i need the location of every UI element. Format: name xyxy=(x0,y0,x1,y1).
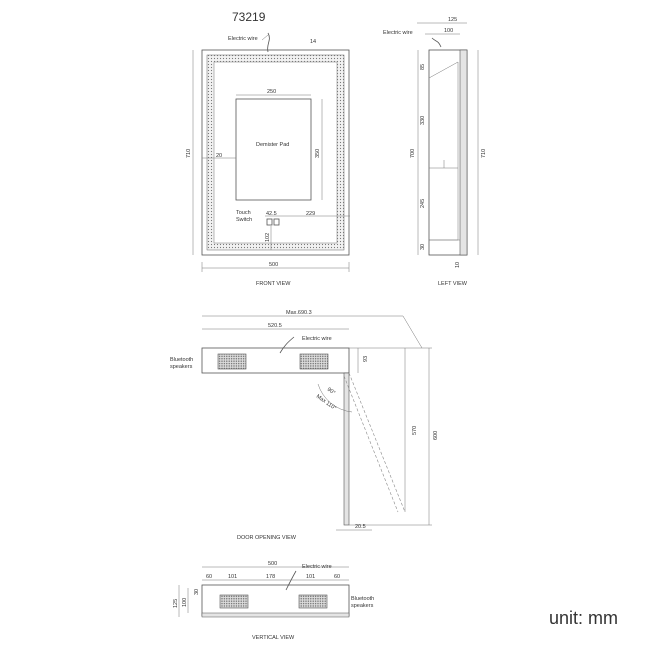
demister-pad-outline xyxy=(235,98,312,201)
vertical-dim-101a: 101 xyxy=(228,574,237,580)
door-dim-max: Max.690.3 xyxy=(286,310,312,316)
dim-max-leader xyxy=(402,315,423,349)
speaker-right xyxy=(299,353,329,370)
front-wire-label: Electric wire xyxy=(228,36,258,42)
vertical-view: Electric wire 500 60 101 178 101 60 125 … xyxy=(173,561,374,641)
front-dim-500: 500 xyxy=(269,262,278,268)
vertical-dim-178: 178 xyxy=(266,574,275,580)
door-wire-label: Electric wire xyxy=(302,336,332,342)
electric-wire xyxy=(267,32,270,53)
front-dim-250: 250 xyxy=(267,89,276,95)
cabinet-door-edge xyxy=(459,49,468,256)
door-bluetooth-label-2: speakers xyxy=(170,364,193,370)
left-dim-85: 85 xyxy=(420,64,426,70)
cabinet-top-outline xyxy=(201,347,350,374)
front-view-caption: FRONT VIEW xyxy=(256,281,291,287)
door-panel-closed xyxy=(343,372,350,526)
vertical-speaker-left xyxy=(219,594,249,609)
front-dim-14: 14 xyxy=(310,39,316,45)
door-swing-inner xyxy=(343,375,399,513)
vertical-dim-101b: 101 xyxy=(306,574,315,580)
vertical-dim-60a: 60 xyxy=(206,574,212,580)
door-opening-view: Electric wire Bluetooth speakers 90° Max… xyxy=(170,310,439,541)
front-dim-42-5: 42.5 xyxy=(266,211,277,217)
left-dim-10: 10 xyxy=(455,262,461,268)
mirror-outer-frame xyxy=(201,49,350,256)
front-view: Electric wire 14 250 Demister Pad 710 20… xyxy=(186,32,350,287)
left-view-caption: LEFT VIEW xyxy=(438,281,468,287)
cabinet-inner-back xyxy=(428,61,459,241)
vertical-speaker-right xyxy=(298,594,328,609)
door-bluetooth-label-1: Bluetooth xyxy=(170,357,193,363)
vertical-bluetooth-label-1: Bluetooth xyxy=(351,596,374,602)
vertical-bluetooth-label-2: speakers xyxy=(351,603,374,609)
unit-label: unit: mm xyxy=(549,608,618,628)
left-dim-30: 30 xyxy=(420,244,426,250)
front-dim-710: 710 xyxy=(186,149,192,158)
left-electric-wire xyxy=(431,37,442,48)
left-dim-100: 100 xyxy=(444,28,453,34)
vertical-electric-wire xyxy=(285,570,297,591)
demister-pad-label: Demister Pad xyxy=(256,142,289,148)
door-dim-20-5: 20.5 xyxy=(355,524,366,530)
vertical-dim-125: 125 xyxy=(173,599,179,608)
touch-label: Touch xyxy=(236,210,251,216)
left-wire-label: Electric wire xyxy=(383,30,413,36)
left-dim-125: 125 xyxy=(448,17,457,23)
door-swing-outer xyxy=(348,372,406,513)
vertical-dim-60b: 60 xyxy=(334,574,340,580)
vertical-door-edge xyxy=(201,612,350,618)
switch-label: Switch xyxy=(236,217,252,223)
door-dim-570: 570 xyxy=(412,426,418,435)
angle-max-label: Max 110° xyxy=(315,394,337,412)
door-electric-wire xyxy=(279,336,295,354)
vertical-dim-30: 30 xyxy=(194,589,200,595)
speaker-left xyxy=(217,353,247,370)
model-number: 73219 xyxy=(232,10,266,24)
left-dim-330: 330 xyxy=(420,116,426,125)
mirror-glass xyxy=(213,61,338,244)
front-dim-229: 229 xyxy=(306,211,315,217)
door-view-caption: DOOR OPENING VIEW xyxy=(237,535,297,541)
angle-arc xyxy=(317,383,353,413)
left-dim-700: 700 xyxy=(410,149,416,158)
angle-90-label: 90° xyxy=(326,387,336,397)
wire-leader xyxy=(261,34,269,41)
front-dim-350: 350 xyxy=(315,149,321,158)
touch-switch-left xyxy=(266,218,273,226)
front-dim-102: 102 xyxy=(265,233,271,242)
vertical-view-caption: VERTICAL VIEW xyxy=(252,635,295,641)
door-dim-600: 600 xyxy=(433,431,439,440)
left-view: 125 100 Electric wire 85 330 700 245 30 … xyxy=(383,17,487,287)
vertical-dim-100: 100 xyxy=(182,598,188,607)
left-dim-245: 245 xyxy=(420,199,426,208)
front-dim-20: 20 xyxy=(216,153,222,159)
door-dim-93: 93 xyxy=(363,356,369,362)
vertical-dim-500: 500 xyxy=(268,561,277,567)
door-dim-520-5: 520.5 xyxy=(268,323,282,329)
touch-switch-right xyxy=(273,218,280,226)
left-dim-710: 710 xyxy=(481,149,487,158)
